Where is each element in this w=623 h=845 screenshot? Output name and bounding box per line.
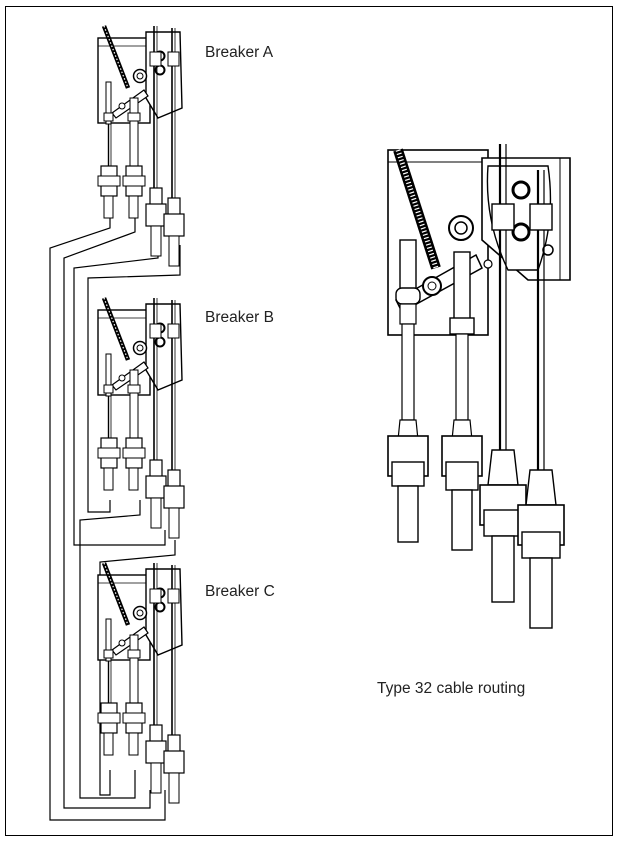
breaker-a-mechanism: [98, 26, 184, 266]
breaker-b-mechanism: [98, 298, 184, 538]
breaker-c-mechanism: [98, 563, 184, 803]
figure-caption: Type 32 cable routing: [377, 680, 526, 697]
breaker-c-label: Breaker C: [205, 583, 275, 600]
breaker-a-label: Breaker A: [205, 44, 274, 61]
figure-frame: [5, 6, 613, 836]
routing-lines: [49, 215, 181, 821]
type-32-detail: [387, 144, 571, 629]
breaker-b-label: Breaker B: [205, 309, 274, 326]
